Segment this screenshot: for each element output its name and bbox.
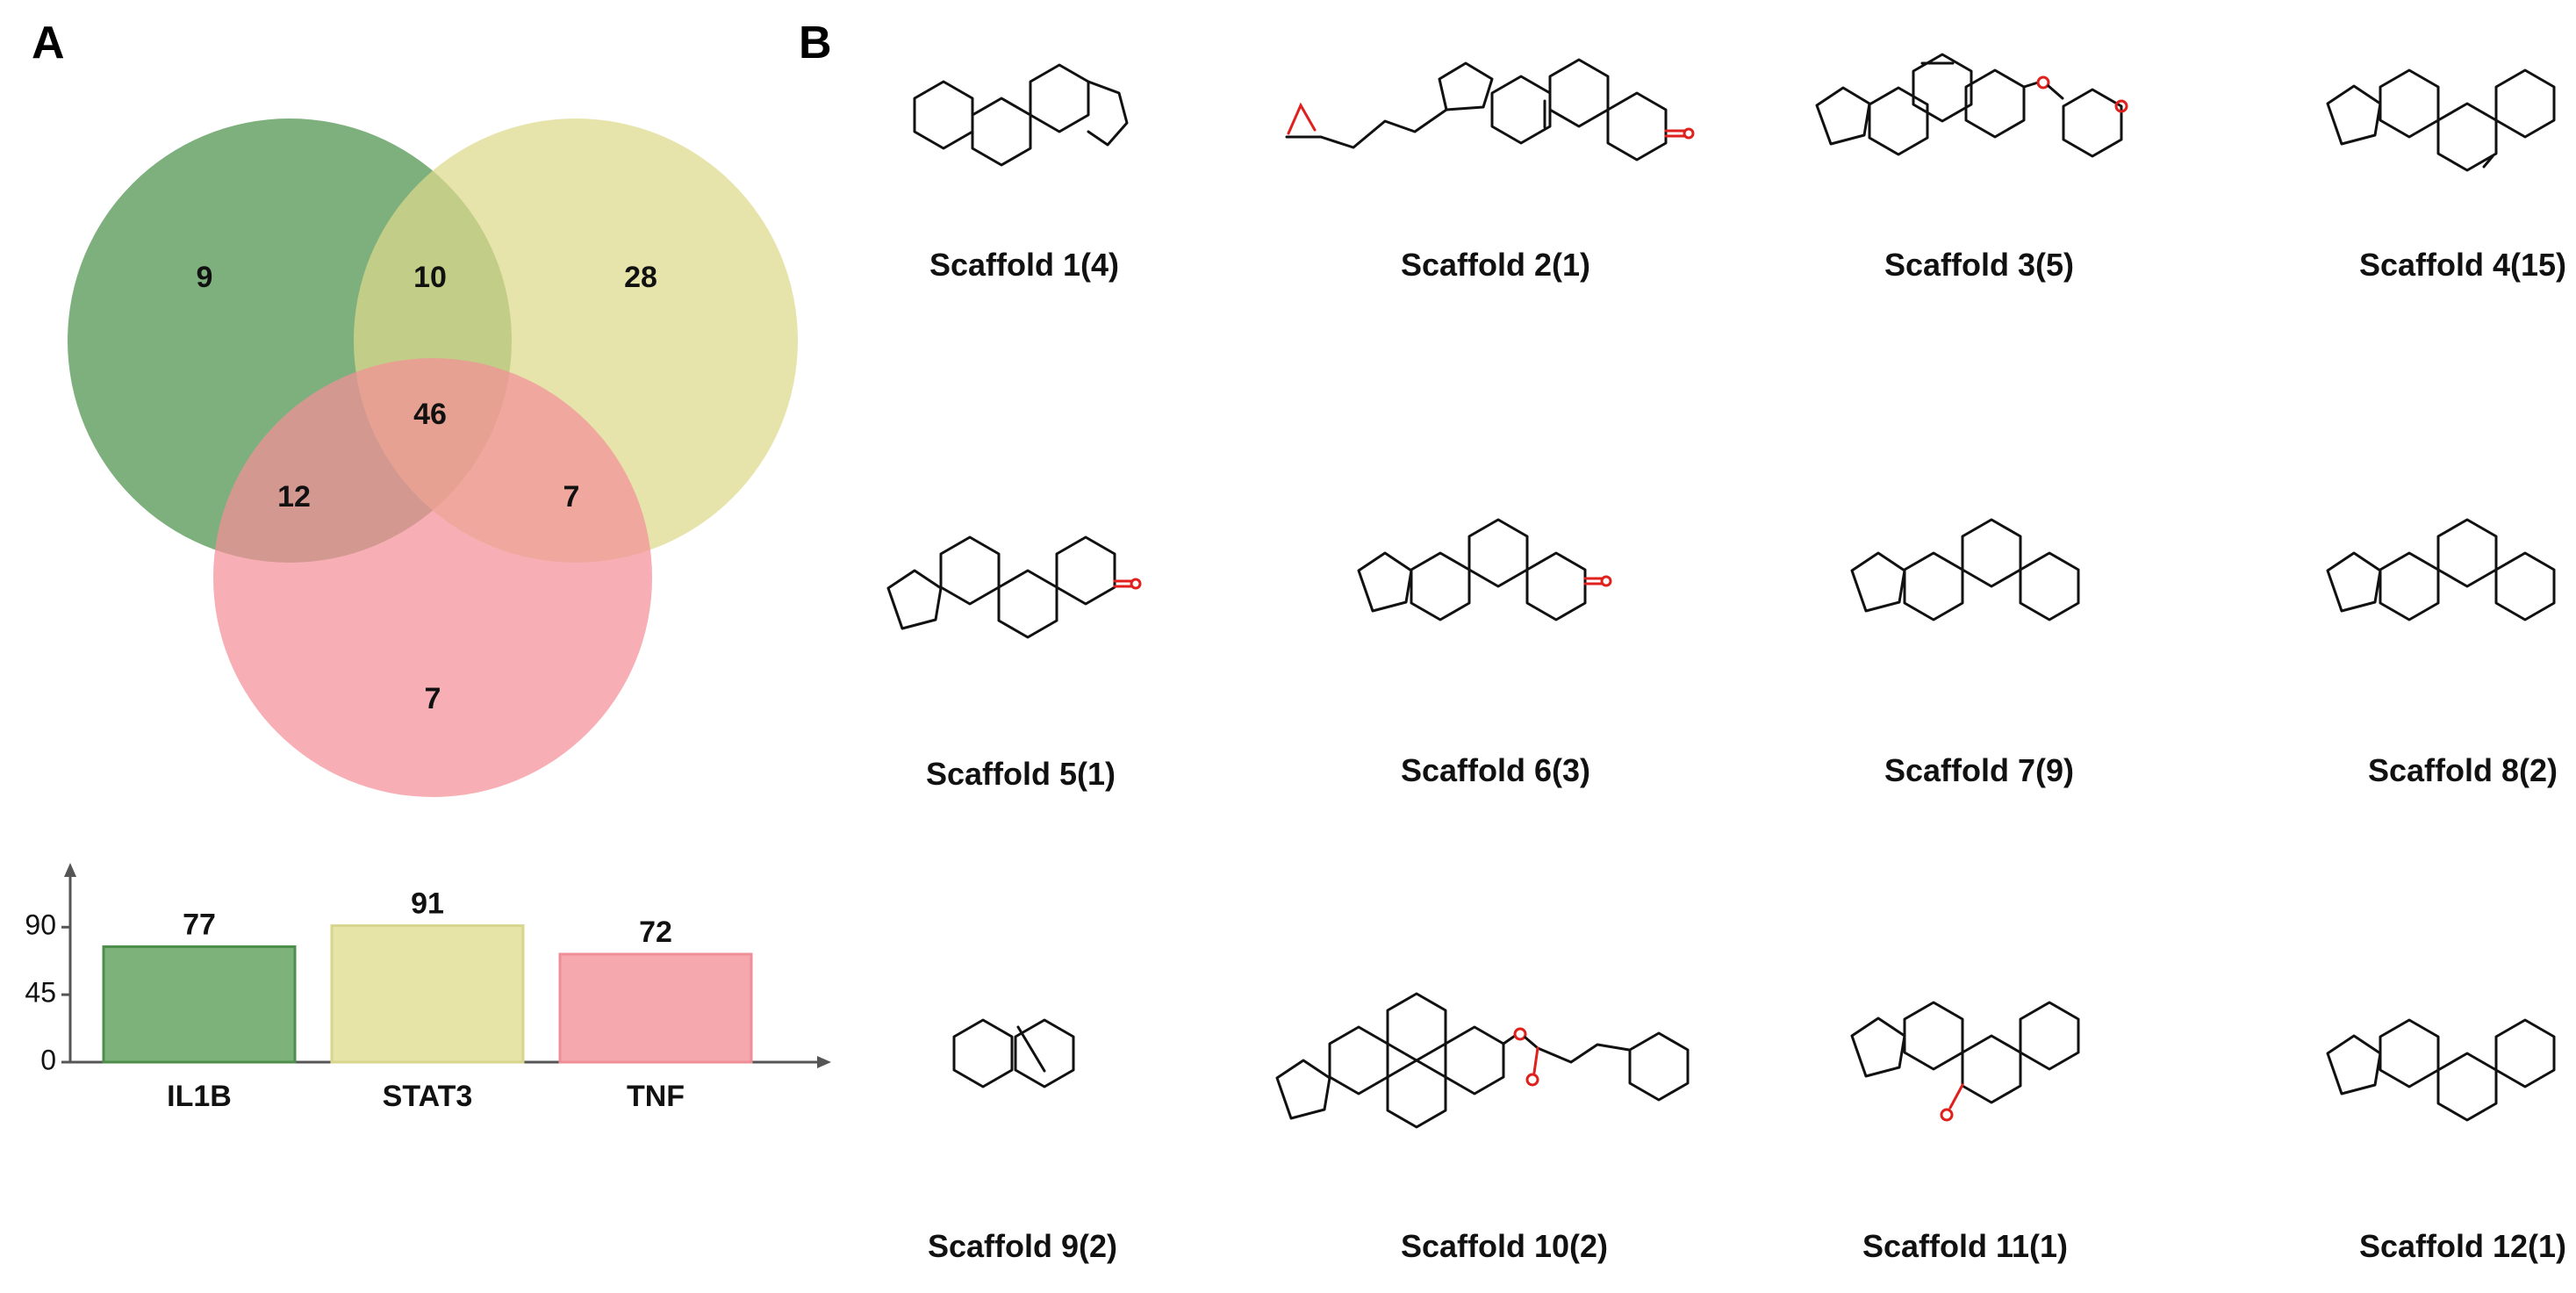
scaffold-7-structure xyxy=(1850,518,2080,621)
venn-il1b-tnf: 12 xyxy=(277,480,311,514)
scaffold-label: Scaffold 12(1) xyxy=(2359,1228,2566,1264)
venn-circle-tnf xyxy=(213,358,652,797)
scaffold-2-structure xyxy=(1285,58,1695,162)
scaffold-12-structure xyxy=(2326,1018,2556,1122)
y-tick-label: 90 xyxy=(25,909,56,941)
scaffold-8-structure xyxy=(2326,518,2556,621)
x-axis-arrow xyxy=(817,1056,831,1068)
scaffold-11-structure xyxy=(1850,1001,2080,1122)
scaffold-label: Scaffold 2(1) xyxy=(1401,247,1590,283)
bar-value-label: 72 xyxy=(639,916,672,949)
venn-all-three: 46 xyxy=(413,398,447,431)
venn-diagram: 9 10 28 46 12 7 7 xyxy=(68,119,798,797)
y-tick-label: 45 xyxy=(25,977,56,1009)
bar-category-label: STAT3 xyxy=(383,1080,473,1113)
scaffold-label: Scaffold 5(1) xyxy=(926,756,1116,792)
y-axis-arrow xyxy=(64,863,76,877)
scaffold-label: Scaffold 3(5) xyxy=(1884,247,2074,283)
venn-only-il1b: 9 xyxy=(197,261,213,294)
bar-category-label: IL1B xyxy=(167,1080,232,1113)
panel-b-label: B xyxy=(799,18,832,68)
panel-a-label: A xyxy=(32,18,65,68)
scaffold-9-structure xyxy=(952,1018,1075,1088)
scaffold-grid: Scaffold 1(4) Scaffold 2(1) Scaffold 3(5… xyxy=(886,53,2566,1264)
bar-value-label: 77 xyxy=(183,908,216,941)
scaffold-label: Scaffold 11(1) xyxy=(1862,1228,2068,1264)
bar xyxy=(558,952,753,1064)
bar xyxy=(102,945,297,1064)
scaffold-label: Scaffold 10(2) xyxy=(1401,1228,1608,1264)
y-tick-label: 0 xyxy=(40,1044,56,1075)
scaffold-10-structure xyxy=(1275,992,1690,1129)
scaffold-label: Scaffold 6(3) xyxy=(1401,752,1590,788)
venn-only-stat3: 28 xyxy=(624,261,657,294)
scaffold-label: Scaffold 1(4) xyxy=(929,247,1119,283)
scaffold-5-structure xyxy=(886,535,1142,639)
venn-only-tnf: 7 xyxy=(425,682,441,715)
scaffold-3-structure xyxy=(1815,53,2128,158)
scaffold-label: Scaffold 4(15) xyxy=(2359,247,2566,283)
venn-stat3-tnf: 7 xyxy=(563,480,580,514)
scaffold-label: Scaffold 9(2) xyxy=(928,1228,1117,1264)
scaffold-label: Scaffold 7(9) xyxy=(1884,752,2074,788)
scaffold-1-structure xyxy=(913,63,1129,167)
bar xyxy=(330,924,525,1064)
venn-il1b-stat3: 10 xyxy=(413,261,447,294)
scaffold-6-structure xyxy=(1357,518,1612,621)
scaffold-4-structure xyxy=(2326,68,2556,172)
bar-category-label: TNF xyxy=(627,1080,685,1113)
scaffold-label: Scaffold 8(2) xyxy=(2368,752,2558,788)
bar-value-label: 91 xyxy=(411,887,444,921)
